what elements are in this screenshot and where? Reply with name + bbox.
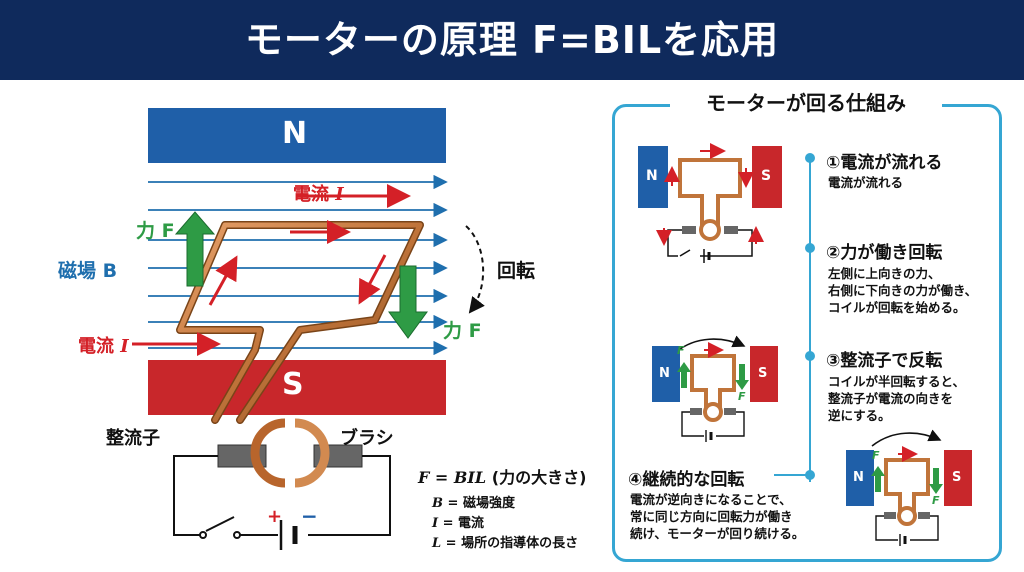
battery-minus-label: − <box>301 504 318 528</box>
rotation-label: 回転 <box>497 260 536 282</box>
current-left-label: 電流 I <box>78 332 129 358</box>
mini-diagram-2 <box>652 335 778 442</box>
step3-heading: ③整流子で反転 <box>826 351 943 371</box>
legend-b-text: = 磁場強度 <box>447 496 515 511</box>
step3-desc: コイルが半回転すると、 整流子が電流の向きを 逆にする。 <box>828 373 965 424</box>
step4-desc-line: 続け、モーターが回り続ける。 <box>630 526 805 541</box>
formula-note: (力の大きさ) <box>491 468 587 487</box>
magnetic-field-label: 磁場 B <box>58 260 118 282</box>
step2-heading: ②力が働き回転 <box>826 243 943 263</box>
step1-desc-line: 電流が流れる <box>828 175 904 190</box>
mini-diagram-3 <box>846 429 972 546</box>
current-top-text: 電流 <box>293 184 329 205</box>
mini3-north-label: N <box>853 470 864 485</box>
commutator <box>250 418 330 488</box>
step2-desc-line: コイルが回転を始める。 <box>828 300 966 315</box>
legend-b: B = 磁場強度 <box>432 492 515 511</box>
step4-dot <box>805 470 815 480</box>
step2-dot <box>805 243 815 253</box>
legend-i-symbol: I <box>432 516 439 531</box>
formula-expression: F = BIL <box>418 468 487 487</box>
legend-l-text: = 場所の指導体の長さ <box>445 536 579 551</box>
legend-i-text: = 電流 <box>442 516 485 531</box>
header-bar <box>0 0 1024 80</box>
step4-desc-line: 常に同じ方向に回転力が働き <box>630 509 793 524</box>
mini-diagram-1 <box>638 143 782 263</box>
north-pole-label: N <box>282 116 308 151</box>
step2-desc-line: 左側に上向きの力、 <box>828 266 941 281</box>
legend-l-symbol: L <box>432 536 442 551</box>
mini2-force-right: F <box>738 390 746 403</box>
panel-title: モーターが回る仕組み <box>670 89 942 117</box>
current-left-text: 電流 <box>78 336 114 357</box>
mini2-north-label: N <box>659 366 670 381</box>
step1-desc: 電流が流れる <box>828 174 903 191</box>
step2-desc-line: 右側に下向きの力が働き、 <box>828 283 978 298</box>
legend-b-symbol: B <box>432 496 443 511</box>
current-top-symbol: I <box>335 184 344 205</box>
battery-plus-label: + <box>267 506 283 527</box>
mini3-south-label: S <box>952 470 962 485</box>
legend-i: I = 電流 <box>432 512 484 531</box>
force-right-label: 力 F <box>443 320 482 342</box>
step4-desc: 電流が逆向きになることで、 常に同じ方向に回転力が働き 続け、モーターが回り続け… <box>630 491 804 542</box>
force-up-arrow <box>174 211 216 287</box>
mini2-force-left: F <box>677 344 685 357</box>
south-pole-label: S <box>282 367 304 402</box>
south-magnet <box>148 360 446 415</box>
step3-desc-line: コイルが半回転すると、 <box>828 374 966 389</box>
current-top-label: 電流 I <box>293 180 344 206</box>
step3-desc-line: 逆にする。 <box>828 408 891 423</box>
north-magnet <box>148 108 446 163</box>
mini3-force-right: F <box>932 494 940 507</box>
step4-heading: ④継続的な回転 <box>628 470 745 490</box>
switch-contact-left <box>199 531 207 539</box>
circuit-wires <box>173 455 391 536</box>
mini3-force-left: F <box>872 449 880 462</box>
rotation-arrow <box>465 225 485 314</box>
page-title: モーターの原理 F=BILを応用 <box>244 18 780 62</box>
step2-desc: 左側に上向きの力、 右側に下向きの力が働き、 コイルが回転を始める。 <box>828 265 977 316</box>
brush-label: ブラシ <box>340 428 394 449</box>
step3-dot <box>805 351 815 361</box>
formula-main: F = BIL (力の大きさ) <box>418 464 586 488</box>
force-left-label: 力 F <box>136 220 175 242</box>
step4-desc-line: 電流が逆向きになることで、 <box>630 492 792 507</box>
step1-dot <box>805 153 815 163</box>
step1-heading: ①電流が流れる <box>826 153 943 173</box>
switch-contact-right <box>233 531 241 539</box>
mini2-south-label: S <box>758 366 768 381</box>
legend-l: L = 場所の指導体の長さ <box>432 532 578 551</box>
current-left-symbol: I <box>120 336 129 357</box>
coil <box>176 221 424 424</box>
mini1-south-label: S <box>761 168 772 184</box>
force-down-arrow <box>388 265 428 339</box>
current-arrows <box>132 184 411 356</box>
step3-desc-line: 整流子が電流の向きを <box>828 391 954 406</box>
commutator-label: 整流子 <box>106 428 160 449</box>
mini1-north-label: N <box>646 168 658 184</box>
